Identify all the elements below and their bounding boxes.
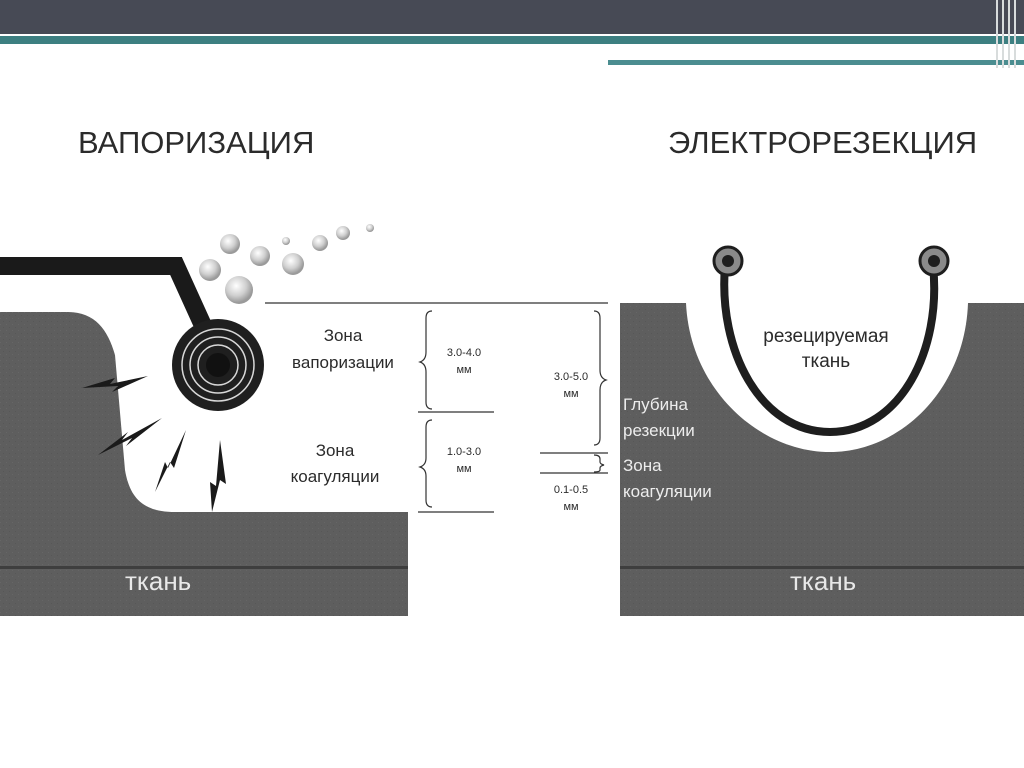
resection-depth-label-1: Глубина [623, 395, 688, 414]
coag-depth-unit: мм [456, 463, 471, 475]
slide-accent-line-short [608, 60, 1024, 65]
title-electroresection: ЭЛЕКТРОРЕЗЕКЦИЯ [668, 125, 977, 160]
thin-depth-unit: мм [563, 501, 578, 513]
total-depth-unit: мм [563, 388, 578, 400]
dimension-lines [265, 302, 608, 513]
vapor-bubbles [199, 224, 374, 304]
coagulation-sparks [82, 376, 226, 512]
total-depth-value: 3.0-5.0 [554, 371, 588, 383]
zone-vaporization-label-2: вапоризации [292, 353, 394, 372]
left-tissue-stripe [0, 566, 408, 569]
right-coag-label-1: Зона [623, 456, 662, 475]
vap-depth-value: 3.0-4.0 [447, 347, 481, 359]
slide-accent-line [0, 36, 1024, 44]
zone-coagulation-label-1: Зона [316, 441, 355, 460]
right-coag-label-2: коагуляции [623, 482, 712, 501]
left-tissue-block [0, 312, 408, 616]
coag-depth-value: 1.0-3.0 [447, 446, 481, 458]
right-tissue-label: ткань [790, 566, 856, 596]
resection-depth-label-2: резекции [623, 421, 695, 440]
right-tissue-stripe [620, 566, 1024, 569]
resection-loop-end-right [918, 245, 950, 277]
thin-depth-value: 0.1-0.5 [554, 484, 588, 496]
right-tissue-block [620, 303, 1024, 616]
left-tissue-label: ткань [125, 566, 191, 596]
resection-loop-wire [720, 265, 939, 437]
slide-corner-rules [994, 0, 1024, 68]
title-vaporization: ВАПОРИЗАЦИЯ [78, 125, 314, 160]
resected-tissue-label-1: резецируемая [763, 326, 888, 347]
zone-coagulation-label-2: коагуляции [291, 467, 380, 486]
zone-vaporization-label-1: Зона [324, 326, 363, 345]
vaporization-electrode-head [172, 319, 264, 411]
resected-tissue-label-2: ткань [802, 351, 850, 372]
resection-loop-end-left [712, 245, 744, 277]
vap-depth-unit: мм [456, 364, 471, 376]
slide-top-bar [0, 0, 1024, 34]
